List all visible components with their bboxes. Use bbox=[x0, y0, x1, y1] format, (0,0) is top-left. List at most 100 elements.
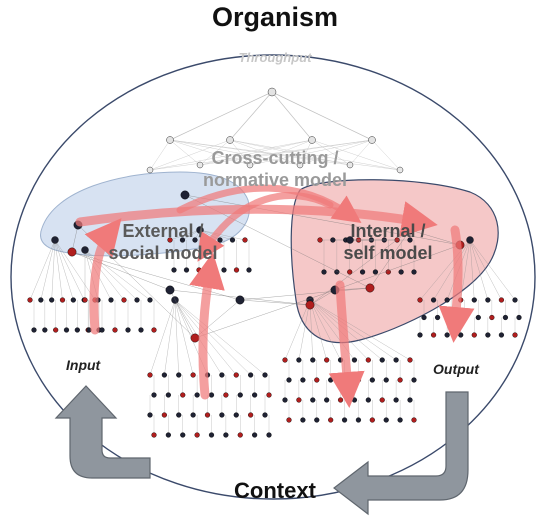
network-node bbox=[70, 297, 76, 303]
network-node bbox=[262, 412, 268, 418]
network-node bbox=[267, 87, 277, 97]
network-node bbox=[233, 267, 240, 273]
network-node bbox=[237, 432, 243, 438]
network-node bbox=[196, 267, 202, 273]
network-edge bbox=[149, 139, 313, 171]
network-node bbox=[310, 357, 316, 363]
arrow-output-down bbox=[438, 225, 475, 343]
network-node bbox=[317, 237, 323, 243]
network-node bbox=[458, 332, 464, 338]
network-node bbox=[252, 432, 258, 438]
network-edge bbox=[469, 239, 489, 301]
network-node bbox=[59, 297, 66, 303]
network-node bbox=[252, 392, 258, 398]
arrow-input-up bbox=[84, 218, 122, 335]
network-node bbox=[171, 267, 177, 273]
context-label: Context bbox=[234, 478, 316, 503]
network-node bbox=[248, 412, 254, 418]
network-edge bbox=[169, 139, 401, 171]
network-node bbox=[194, 392, 200, 398]
network-edge bbox=[469, 239, 502, 301]
network-edge bbox=[169, 91, 273, 141]
network-node bbox=[221, 267, 227, 273]
network-node bbox=[166, 136, 174, 144]
network-node bbox=[328, 417, 334, 423]
network-node bbox=[407, 237, 413, 243]
network-node bbox=[397, 377, 403, 383]
network-node bbox=[190, 372, 196, 378]
network-node bbox=[125, 327, 131, 333]
network-node bbox=[147, 372, 153, 378]
network-node bbox=[147, 412, 153, 418]
network-node bbox=[108, 297, 114, 303]
network-edge bbox=[309, 299, 411, 361]
network-node bbox=[229, 237, 236, 243]
external-line-2: social model bbox=[108, 243, 218, 263]
curved-arrow-up-icon bbox=[54, 385, 151, 479]
network-node bbox=[314, 377, 320, 383]
network-edge bbox=[309, 299, 327, 361]
network-node bbox=[368, 136, 376, 144]
network-node bbox=[310, 397, 316, 403]
network-edge bbox=[174, 299, 179, 376]
network-edge bbox=[169, 229, 201, 241]
network-node bbox=[485, 332, 491, 338]
network-node bbox=[314, 417, 320, 423]
network-edge bbox=[174, 299, 194, 376]
network-edge bbox=[229, 91, 273, 141]
network-node bbox=[502, 314, 509, 321]
network-edge bbox=[334, 244, 461, 291]
output-label: Output bbox=[433, 361, 479, 377]
network-edge bbox=[71, 224, 79, 253]
network-edge bbox=[54, 239, 74, 301]
network-node bbox=[147, 297, 153, 303]
network-node bbox=[190, 333, 200, 343]
network-node bbox=[208, 392, 215, 398]
network-node bbox=[308, 136, 316, 144]
network-edge bbox=[309, 299, 341, 361]
network-node bbox=[176, 372, 182, 378]
network-node bbox=[489, 314, 495, 321]
network-node bbox=[248, 372, 254, 378]
network-node bbox=[286, 377, 292, 383]
network-edge bbox=[169, 289, 196, 339]
network-edge bbox=[169, 139, 201, 166]
network-node bbox=[180, 392, 186, 398]
network-node bbox=[369, 377, 375, 383]
network-edge bbox=[169, 139, 351, 166]
network-node bbox=[324, 357, 330, 363]
network-node bbox=[355, 377, 362, 383]
network-node bbox=[112, 327, 118, 333]
network-node bbox=[53, 327, 59, 333]
network-edge bbox=[239, 287, 371, 301]
network-edge bbox=[309, 229, 411, 306]
network-edge bbox=[460, 239, 471, 301]
network-node bbox=[393, 397, 399, 403]
network-node bbox=[516, 314, 522, 321]
network-node bbox=[407, 397, 413, 403]
network-edge bbox=[229, 139, 301, 166]
network-edge bbox=[54, 239, 85, 301]
network-node bbox=[462, 314, 468, 321]
internal-line-1: Internal / bbox=[350, 221, 426, 241]
network-node bbox=[385, 269, 391, 275]
network-node bbox=[42, 327, 48, 333]
network-node bbox=[63, 327, 70, 333]
network-node bbox=[196, 161, 204, 169]
network-node bbox=[305, 300, 315, 310]
network-node bbox=[51, 236, 59, 244]
network-node bbox=[151, 392, 157, 398]
network-node bbox=[38, 297, 44, 303]
network-node bbox=[167, 237, 173, 243]
network-node bbox=[192, 237, 198, 243]
arrow-self-down bbox=[328, 280, 365, 408]
network-node bbox=[475, 314, 481, 321]
network-edge bbox=[54, 239, 96, 301]
network-node bbox=[430, 332, 437, 338]
network-node bbox=[179, 237, 186, 243]
network-node bbox=[434, 314, 441, 321]
network-node bbox=[266, 392, 272, 398]
external-line-1: External / bbox=[122, 221, 204, 241]
network-node bbox=[411, 417, 417, 423]
